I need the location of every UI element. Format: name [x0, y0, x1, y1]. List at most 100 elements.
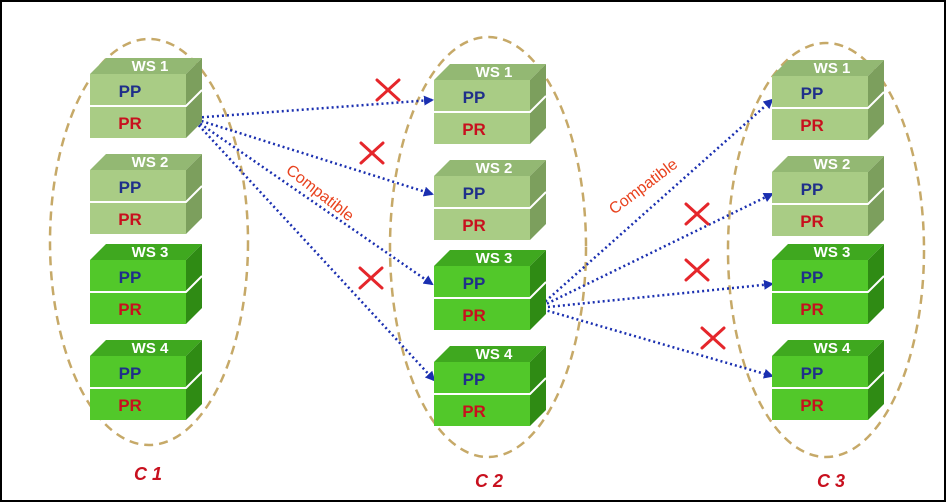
ws-label: WS 3 [476, 250, 513, 267]
pp-label: PP [801, 268, 824, 287]
ws-label: WS 1 [814, 60, 851, 77]
service-cube: WS 2 PP PR [772, 156, 885, 236]
cube-divider [90, 275, 203, 293]
pp-label: PP [463, 88, 486, 107]
pp-label: PP [119, 82, 142, 101]
link-arrow [191, 116, 434, 197]
cross-icon [375, 78, 401, 102]
link-arrow [537, 306, 774, 379]
link-arrow [191, 116, 434, 286]
pp-label: PP [463, 184, 486, 203]
cube-divider [90, 89, 203, 107]
ws-label: WS 1 [476, 64, 513, 81]
cluster-ellipse-c1 [48, 37, 250, 447]
pr-label: PR [118, 300, 142, 319]
pr-label: PR [462, 216, 486, 235]
pr-label: PR [118, 114, 142, 133]
link-arrow [191, 95, 434, 120]
pp-label: PP [801, 364, 824, 383]
cluster-label-c1: C 1 [134, 464, 162, 484]
pr-label: PR [800, 300, 824, 319]
pp-label: PP [119, 364, 142, 383]
link-arrows [191, 95, 774, 382]
ws-label: WS 4 [132, 340, 169, 357]
ws-label: WS 4 [476, 346, 513, 363]
service-cube: WS 3 PP PR [772, 244, 885, 324]
pp-label: PP [801, 84, 824, 103]
link-arrow [537, 192, 774, 310]
cluster-ellipses [48, 35, 926, 459]
pp-label: PP [463, 274, 486, 293]
ws-label: WS 2 [132, 154, 169, 171]
service-cubes: WS 1 PP PR WS 2 PP PR WS 3 PP PR WS 4 PP PR WS 1 PP PR… [90, 58, 885, 426]
cube-top-face [90, 58, 202, 74]
incompatible-marks [358, 78, 726, 350]
pp-label: PP [119, 268, 142, 287]
cube-divider [90, 371, 203, 389]
compatible-label: Compatible [283, 162, 357, 225]
cross-icon [700, 326, 726, 350]
link-arrow [537, 279, 774, 310]
cube-top-face [772, 156, 884, 172]
ws-label: WS 3 [132, 244, 169, 261]
pr-label: PR [462, 402, 486, 421]
ws-label: WS 2 [814, 156, 851, 173]
cluster-ellipse-c2 [388, 35, 588, 459]
service-cube: WS 1 PP PR [772, 60, 885, 140]
cross-icon [358, 266, 384, 290]
cube-divider [434, 281, 547, 299]
pp-label: PP [119, 178, 142, 197]
ws-label: WS 3 [814, 244, 851, 261]
cube-top-face [90, 154, 202, 170]
cube-divider [772, 187, 885, 205]
ws-label: WS 2 [476, 160, 513, 177]
cube-top-face [772, 60, 884, 76]
cube-top-face [90, 340, 202, 356]
cube-divider [90, 185, 203, 203]
cube-top-face [772, 340, 884, 356]
service-cube: WS 1 PP PR [434, 64, 547, 144]
pp-label: PP [463, 370, 486, 389]
compatible-label: Compatible [606, 156, 681, 218]
cross-icon [359, 141, 385, 165]
cube-top-face [434, 160, 546, 176]
cross-icon [684, 258, 710, 282]
cube-divider [772, 371, 885, 389]
service-cube: WS 1 PP PR [90, 58, 203, 138]
link-arrow [191, 117, 436, 382]
cube-top-face [434, 346, 546, 362]
service-cube: WS 2 PP PR [90, 154, 203, 234]
cube-divider [772, 91, 885, 109]
cross-icon [684, 202, 710, 226]
cube-divider [434, 377, 547, 395]
link-arrow [537, 98, 774, 309]
pr-label: PR [800, 212, 824, 231]
cube-top-face [434, 64, 546, 80]
cluster-label-c3: C 3 [817, 471, 845, 491]
pr-label: PR [118, 210, 142, 229]
pr-label: PR [800, 116, 824, 135]
service-cube: WS 3 PP PR [90, 244, 203, 324]
cluster-ellipse-c3 [726, 41, 926, 459]
service-cube: WS 4 PP PR [90, 340, 203, 420]
cube-top-face [90, 244, 202, 260]
pp-label: PP [801, 180, 824, 199]
cube-top-face [434, 250, 546, 266]
service-cube: WS 3 PP PR [434, 250, 547, 330]
pr-label: PR [118, 396, 142, 415]
service-cube: WS 2 PP PR [434, 160, 547, 240]
cube-divider [434, 95, 547, 113]
pr-label: PR [462, 306, 486, 325]
service-cube: WS 4 PP PR [434, 346, 547, 426]
ws-label: WS 4 [814, 340, 851, 357]
service-cube: WS 4 PP PR [772, 340, 885, 420]
cube-divider [772, 275, 885, 293]
cube-top-face [772, 244, 884, 260]
cluster-label-c2: C 2 [475, 471, 503, 491]
pr-label: PR [800, 396, 824, 415]
ws-label: WS 1 [132, 58, 169, 75]
cube-divider [434, 191, 547, 209]
pr-label: PR [462, 120, 486, 139]
